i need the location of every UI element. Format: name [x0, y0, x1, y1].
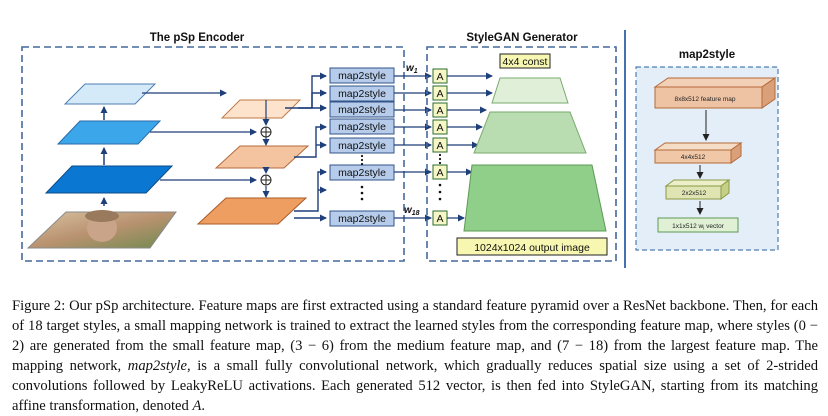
map2style-box-1: map2style	[329, 67, 395, 84]
caption-emph-map2style: map2style	[127, 358, 187, 374]
caption-part-3: .	[201, 398, 206, 414]
generator-block-1	[491, 77, 569, 104]
w18-label: w18	[404, 205, 420, 217]
affine-box-5: A	[432, 137, 448, 153]
map2style-label-2: map2style	[338, 88, 386, 100]
affine-label-6: A	[436, 167, 443, 179]
output-label: 1024x1024 output image	[474, 242, 590, 254]
affine-box-4: A	[432, 119, 448, 135]
output-box	[456, 237, 608, 256]
map2style-box-4: map2style	[329, 118, 395, 135]
backbone-layer-large	[44, 165, 174, 194]
affine-box-2: A	[432, 85, 448, 101]
encoder-box	[21, 46, 405, 262]
generator-block-3	[463, 164, 607, 232]
figure-caption: Figure 2: Our pSp architecture. Feature …	[12, 296, 818, 416]
feature-map-large	[196, 197, 308, 225]
architecture-figure: The pSp Encoder	[21, 30, 779, 268]
map2style-label-3: map2style	[338, 104, 386, 116]
map2style-box-2: map2style	[329, 85, 395, 102]
map2style-box-7: map2style	[329, 210, 395, 227]
generator-box	[426, 46, 617, 262]
caption-part-1: Figure 2: Our pSp architecture. Feature …	[12, 298, 818, 374]
caption-part-2: , is a small fully convolutional network…	[12, 358, 819, 414]
vertical-ellipsis	[360, 154, 364, 201]
affine-to-generator-arrows	[447, 72, 493, 222]
map2style-box-5: map2style	[329, 137, 395, 154]
map2style-box-6: map2style	[329, 164, 395, 181]
map2style-box-3: map2style	[329, 101, 395, 118]
const-box	[499, 53, 551, 69]
affine-label-4: A	[436, 122, 443, 134]
backbone-pyramid	[26, 83, 177, 249]
const-label: 4x4 const	[503, 56, 548, 68]
style-routing	[285, 72, 327, 222]
map2style-label-5: map2style	[338, 140, 386, 152]
backbone-layer-medium	[56, 120, 162, 145]
style-to-affine-arrows	[394, 72, 432, 222]
map2style-column: map2style map2style map2style map2style …	[329, 67, 395, 227]
map2style-label-4: map2style	[338, 121, 386, 133]
affine-box-7: A	[432, 210, 448, 226]
map2style-label-6: map2style	[338, 167, 386, 179]
affine-box-3: A	[432, 102, 448, 118]
feature-map-small	[220, 99, 302, 119]
generator-title: StyleGAN Generator	[466, 32, 578, 44]
panel-vector-label: 1x1x512 wi vector	[672, 223, 725, 232]
generator-blocks: 4x4 const 1024x1024 output image	[456, 53, 608, 256]
lateral-connections	[142, 89, 257, 184]
feature-map-medium	[214, 145, 310, 169]
map2style-panel-title: map2style	[679, 49, 735, 61]
w1-label: w1	[406, 63, 418, 75]
caption-emph-a: A	[192, 398, 202, 414]
affine-label-5: A	[436, 140, 443, 152]
panel-layer-1-label: 8x8x512 feature map	[674, 96, 735, 103]
generator-block-2	[473, 111, 587, 154]
affine-box-6: A	[432, 164, 448, 180]
affine-box-1: A	[432, 68, 448, 84]
panel-vector-box	[657, 217, 739, 233]
panel-layer-2-label: 4x4x512	[681, 154, 706, 161]
map2style-label-1: map2style	[338, 70, 386, 82]
panel-layer-3-label: 2x2x512	[682, 190, 707, 197]
affine-column: A A A A A A A	[432, 68, 448, 226]
map2style-panel-layers: 8x8x512 feature map 4x4x512 2x2x512 1x1x…	[653, 77, 777, 233]
map2style-label-7: map2style	[338, 213, 386, 225]
backbone-layer-small	[63, 83, 157, 105]
affine-label-7: A	[436, 213, 443, 225]
affine-label-2: A	[436, 88, 443, 100]
feature-pyramid	[196, 99, 310, 225]
affine-label-1: A	[436, 71, 443, 83]
encoder-title: The pSp Encoder	[150, 32, 245, 44]
affine-label-3: A	[436, 105, 443, 117]
